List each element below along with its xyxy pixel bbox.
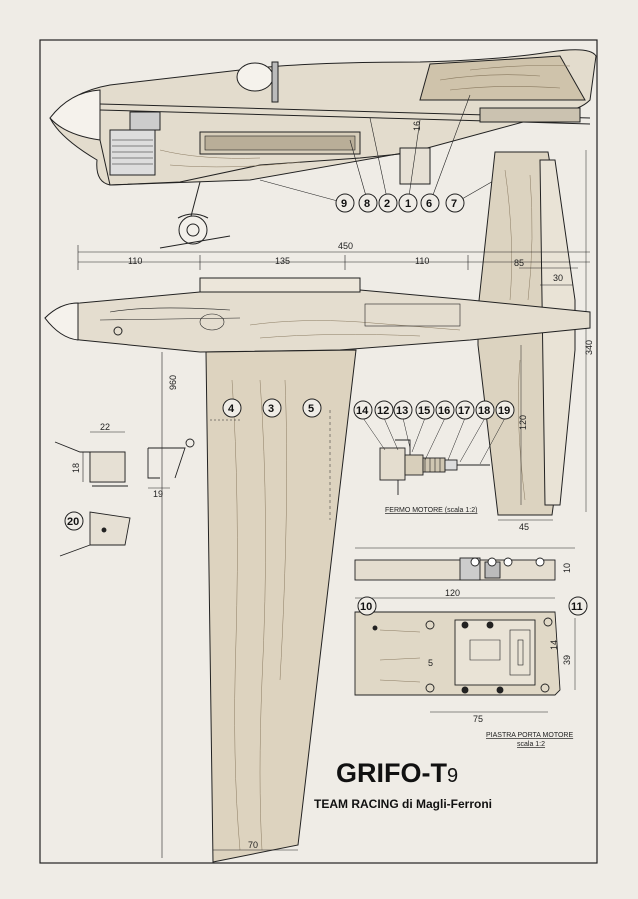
- dim-tail-root: 45: [519, 522, 529, 532]
- dim-wing-span: 960: [168, 375, 178, 390]
- dim-total-length: 450: [338, 241, 353, 251]
- dim-tail-span: 340: [584, 340, 594, 355]
- top-view-fuselage: [44, 277, 591, 353]
- dim-tail-chord: 120: [518, 415, 528, 430]
- wing-panel: [205, 349, 357, 863]
- dim-fuselage-height: 16: [412, 121, 422, 131]
- callout-16: 16: [438, 405, 450, 417]
- callout-1: 1: [405, 198, 411, 210]
- dim-plate-small: 14: [549, 640, 559, 650]
- callout-19: 19: [498, 405, 510, 417]
- dim-seg-mid: 135: [275, 256, 290, 266]
- dim-bracket-w: 22: [100, 422, 110, 432]
- callout-10: 10: [360, 601, 372, 613]
- subtitle-rest: di Magli-Ferroni: [402, 797, 492, 811]
- callout-3: 3: [268, 403, 274, 415]
- callout-8: 8: [364, 198, 370, 210]
- title-suffix: 9: [447, 765, 458, 787]
- dim-wing-tip: 70: [248, 840, 258, 850]
- caption-engine-stop: FERMO MOTORE (scala 1:2): [385, 507, 477, 514]
- callout-17: 17: [458, 405, 470, 417]
- sheet-border: [39, 39, 598, 864]
- callout-15: 15: [418, 405, 430, 417]
- callout-13: 13: [396, 405, 408, 417]
- dim-seg-front: 110: [128, 256, 142, 266]
- dim-plate-h: 10: [562, 563, 572, 573]
- side-view: [49, 49, 597, 249]
- callout-20: 20: [67, 516, 79, 528]
- engine-stop-leaders: [362, 417, 506, 465]
- dim-fin-width: 85: [514, 258, 524, 268]
- callout-12: 12: [377, 405, 389, 417]
- engine-stop-detail: [379, 439, 490, 495]
- callout-14: 14: [356, 405, 369, 417]
- callout-11: 11: [571, 601, 583, 613]
- dim-bracket-foot: 19: [153, 489, 163, 499]
- callout-18: 18: [478, 405, 490, 417]
- dim-bracket-h: 18: [71, 463, 81, 473]
- engine-plate-top: [354, 611, 561, 696]
- dim-plate-span: 75: [473, 714, 483, 724]
- bracket-detail: [54, 431, 195, 557]
- callout-6: 6: [426, 198, 432, 210]
- length-dimension-lines: [77, 245, 590, 270]
- callouts-engine-stop: 14 12 13 15 16 17 18 19: [353, 400, 515, 420]
- caption-engine-plate-2: scala 1:2: [517, 741, 545, 748]
- drawing-title: GRIFO-T9: [336, 758, 458, 788]
- dim-plate-w: 39: [562, 655, 572, 665]
- callouts-top-row: 9 8 2 1 6 7: [335, 193, 465, 213]
- callouts-wing: 4 3 5: [222, 398, 322, 418]
- callout-2: 2: [384, 198, 390, 210]
- subtitle-strong: TEAM RACING: [314, 797, 399, 811]
- callout-5: 5: [308, 403, 314, 415]
- dim-plate-hole: 5: [428, 658, 433, 668]
- dim-plate-len: 120: [445, 588, 460, 598]
- engine-plate-side: [354, 547, 575, 581]
- dim-fin-notch: 30: [553, 273, 563, 283]
- dim-seg-rear: 110: [415, 256, 429, 266]
- callout-4: 4: [228, 403, 235, 415]
- callout-9: 9: [341, 198, 347, 210]
- title-main: GRIFO-T: [336, 758, 447, 788]
- drawing-subtitle: TEAM RACING di Magli-Ferroni: [314, 797, 492, 811]
- caption-engine-plate-1: PIASTRA PORTA MOTORE: [486, 732, 573, 739]
- callout-7: 7: [451, 198, 457, 210]
